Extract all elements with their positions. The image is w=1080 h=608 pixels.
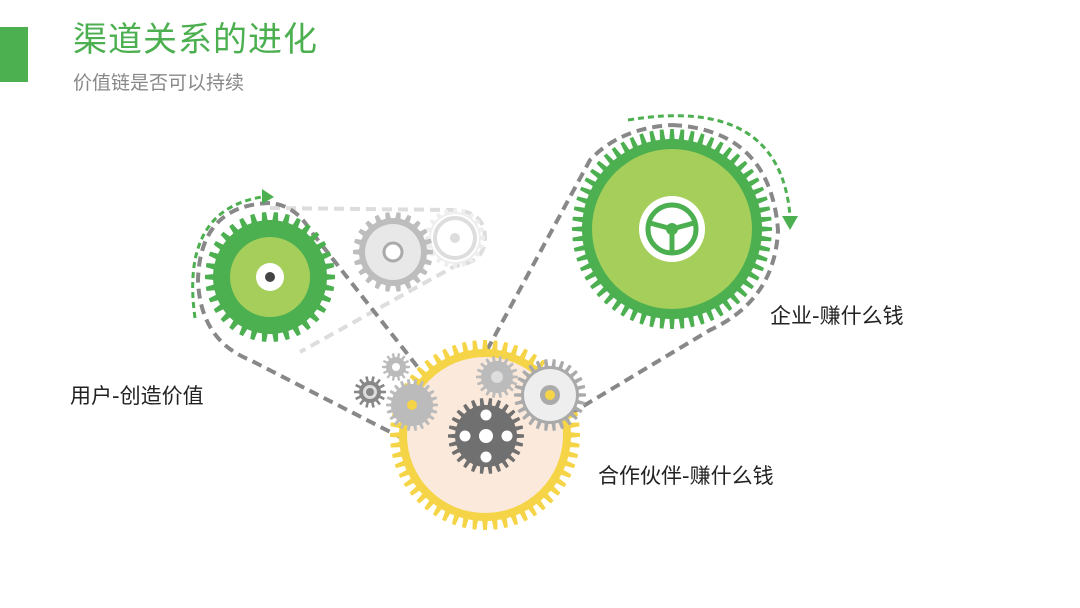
faint-wheel-gear-icon (425, 208, 485, 268)
user-gear-icon (205, 212, 335, 342)
enterprise-label: 企业-赚什么钱 (770, 304, 904, 328)
arrow-head-icon (262, 189, 274, 204)
gray-gear-icon (353, 212, 433, 292)
user-label: 用户-创造价值 (70, 384, 204, 408)
dark-gear-icon (448, 398, 524, 474)
left-rotation-arrow (191, 195, 263, 319)
right-gray-gear-icon (514, 359, 586, 431)
steering-wheel-icon (639, 196, 705, 262)
right-rotation-arrow (627, 114, 792, 217)
arrow-head-icon (782, 216, 798, 230)
light-gear-icon (476, 356, 518, 398)
small-gear-icon (354, 376, 386, 408)
rotation-arrows (191, 114, 798, 319)
partner-label: 合作伙伴-赚什么钱 (598, 464, 774, 488)
small-gear-icon (382, 353, 410, 381)
page-subtitle: 价值链是否可以持续 (73, 72, 245, 94)
user-belt (195, 201, 443, 440)
page-title: 渠道关系的进化 (73, 20, 318, 60)
accent-bar (0, 27, 28, 82)
spoke-gear-icon (386, 379, 438, 431)
enterprise-belt (443, 123, 781, 474)
